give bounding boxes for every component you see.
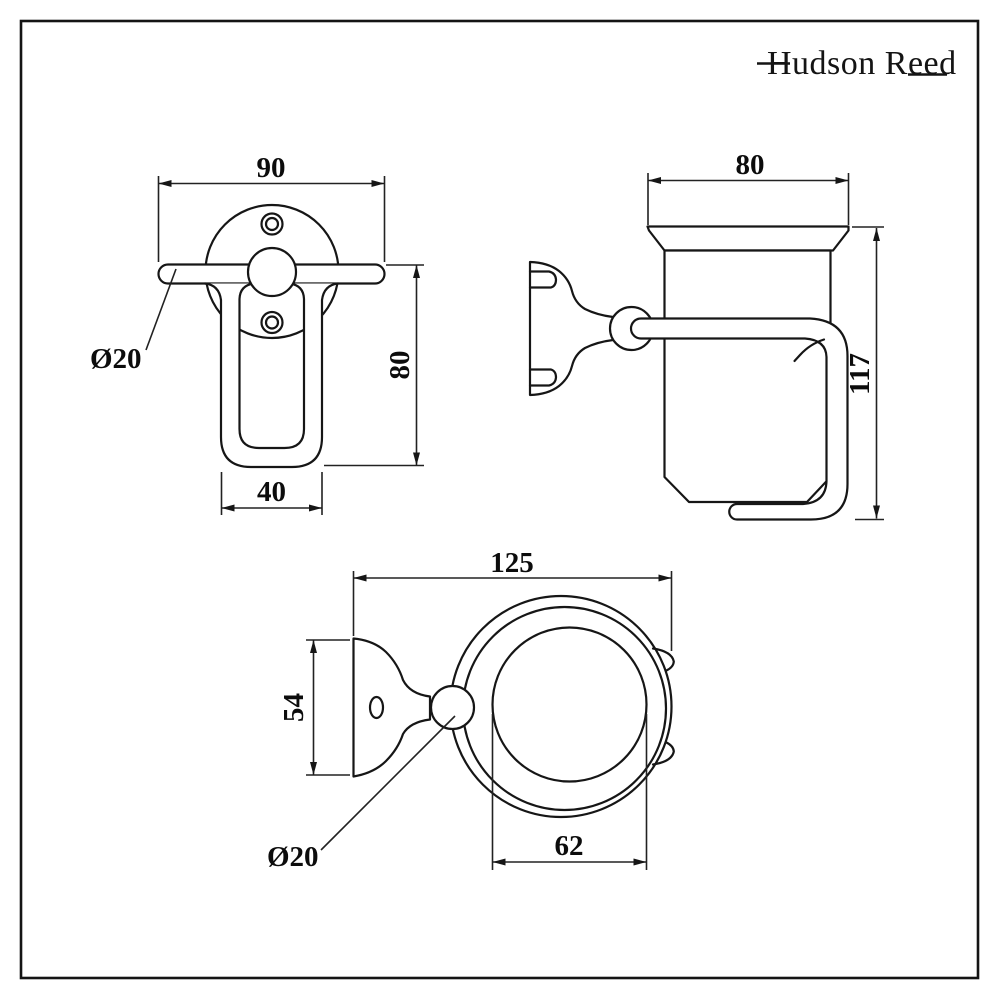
- brand-logo: Hudson Reed: [757, 45, 957, 82]
- dim-text-dia20-front: Ø20: [90, 343, 142, 375]
- wall-bracket-top: [352, 637, 432, 778]
- dimension-top-depth: 54: [278, 639, 350, 776]
- dimension-top-inner-diameter: 62: [491, 714, 648, 870]
- label-top-joint-diameter: Ø20: [267, 715, 456, 873]
- lug-upper: [651, 647, 675, 672]
- dim-text-90: 90: [257, 152, 286, 184]
- label-front-tube-diameter: Ø20: [90, 268, 177, 375]
- bracket-notch-top: [528, 270, 558, 289]
- dim-text-117: 117: [844, 353, 876, 395]
- screw-bottom-inner: [264, 315, 280, 330]
- dim-text-dia20-top: Ø20: [267, 841, 319, 873]
- side-view: 80 117: [528, 149, 884, 521]
- cradle-tube-outer: [203, 282, 340, 469]
- bracket-notch-bottom: [528, 368, 558, 387]
- cradle-tube-inner: [238, 282, 306, 450]
- dimension-side-height: 117: [844, 226, 884, 521]
- front-view: 90 80 40 Ø20: [90, 152, 424, 515]
- ring-inner-circle: [491, 626, 648, 783]
- bracket-slot-oval: [368, 695, 385, 720]
- dimension-front-width: 90: [157, 152, 386, 262]
- dimension-front-slot: 40: [220, 472, 323, 515]
- dimension-side-width: 80: [647, 149, 850, 225]
- screw-top-inner: [264, 216, 280, 232]
- lug-lower: [651, 741, 675, 766]
- dim-text-40: 40: [257, 476, 286, 508]
- ball-joint-top: [429, 684, 476, 731]
- dimension-top-width: 125: [352, 547, 673, 651]
- cradle-fillet-curve: [793, 338, 826, 363]
- centre-boss-circle: [246, 246, 298, 298]
- dim-text-54: 54: [278, 693, 310, 722]
- dim-text-80-side: 80: [736, 149, 765, 181]
- dim-text-80-front: 80: [384, 351, 416, 380]
- dim-text-125: 125: [490, 547, 534, 579]
- dim-text-62: 62: [555, 830, 584, 862]
- holder-arm-hook: [629, 317, 849, 521]
- dimension-front-height: 80: [324, 264, 424, 467]
- brand-logo-text: Hudson Reed: [767, 45, 957, 82]
- tumbler-body: [663, 249, 832, 504]
- tumbler-rim: [646, 225, 850, 252]
- top-view: 125 54 62 Ø20: [267, 547, 675, 873]
